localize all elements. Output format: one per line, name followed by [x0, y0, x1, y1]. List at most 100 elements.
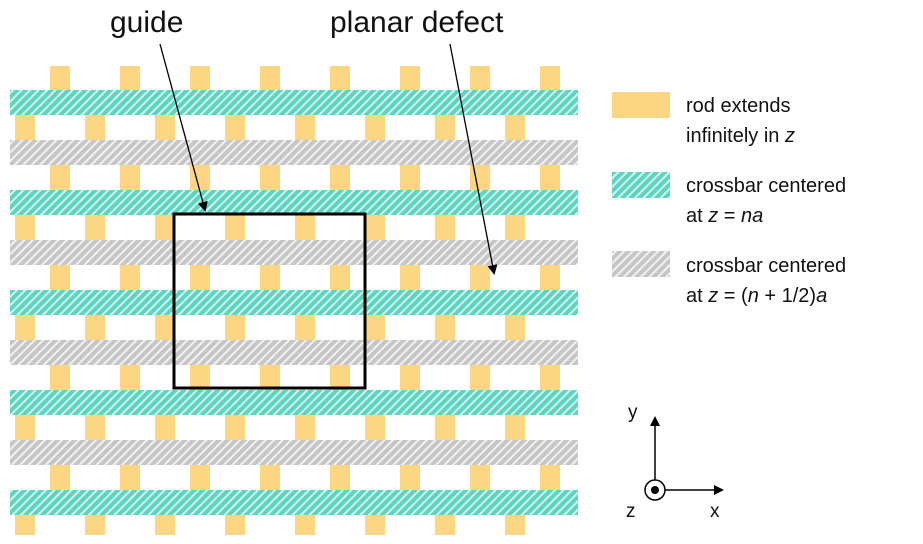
crossbar-half — [10, 440, 578, 465]
rod-segment — [120, 365, 140, 390]
planar-defect-arrow — [449, 43, 498, 275]
rod-segment — [505, 415, 525, 440]
rod-segment — [365, 215, 385, 240]
rod-segment — [435, 115, 455, 140]
rod-segment — [225, 115, 245, 140]
crossbar-n — [10, 90, 578, 115]
x-axis-label: x — [710, 501, 720, 522]
rod-segment — [190, 66, 210, 90]
rod-segment — [260, 365, 280, 390]
rod-segment — [295, 415, 315, 440]
rod-segment — [225, 515, 245, 535]
rod-segment — [85, 515, 105, 535]
rod-segment — [365, 115, 385, 140]
rod-segment — [85, 215, 105, 240]
rod-segment — [190, 365, 210, 390]
rods-layer — [15, 66, 560, 535]
rod-segment — [50, 165, 70, 190]
rod-segment — [365, 515, 385, 535]
rod-segment — [295, 315, 315, 340]
rod-segment — [155, 115, 175, 140]
rod-segment — [295, 215, 315, 240]
rod-segment — [50, 365, 70, 390]
rod-segment — [330, 365, 350, 390]
rod-segment — [400, 66, 420, 90]
rod-segment — [50, 66, 70, 90]
crossbar-half — [10, 140, 578, 165]
rod-segment — [400, 365, 420, 390]
rod-segment — [225, 315, 245, 340]
rod-segment — [435, 515, 455, 535]
crossbar-n — [10, 290, 578, 315]
guide-arrow — [159, 43, 208, 212]
crossbar-n — [10, 490, 578, 515]
rod-segment — [505, 315, 525, 340]
rod-segment — [470, 66, 490, 90]
rod-segment — [365, 315, 385, 340]
legend-rod-line2: infinitely in z — [686, 125, 795, 147]
rod-segment — [470, 265, 490, 290]
crossbars-layer — [10, 90, 578, 515]
rod-segment — [365, 415, 385, 440]
rod-segment — [260, 66, 280, 90]
rod-segment — [120, 465, 140, 490]
crossbar-half — [10, 340, 578, 365]
legend-crossbar-half-swatch — [612, 251, 670, 277]
axes: y x z — [626, 402, 724, 522]
rod-segment — [400, 465, 420, 490]
z-axis-dot-icon — [651, 486, 659, 494]
defect-region-box — [172, 212, 367, 390]
guide-label: guide — [110, 6, 183, 39]
legend-crossbar-n-line2: at z = na — [686, 205, 763, 227]
rod-segment — [120, 165, 140, 190]
planar-defect-label: planar defect — [330, 6, 504, 39]
rod-segment — [435, 415, 455, 440]
rod-segment — [435, 315, 455, 340]
legend-crossbar-half-line1: crossbar centered — [686, 255, 846, 277]
z-axis-label: z — [626, 501, 636, 522]
legend: rod extends infinitely in z crossbar cen… — [612, 92, 846, 307]
rod-segment — [15, 115, 35, 140]
rod-segment — [540, 365, 560, 390]
rod-segment — [190, 465, 210, 490]
rod-segment — [190, 165, 210, 190]
rod-segment — [330, 165, 350, 190]
rod-segment — [470, 165, 490, 190]
rod-segment — [295, 115, 315, 140]
rod-segment — [540, 265, 560, 290]
rod-segment — [15, 215, 35, 240]
legend-crossbar-n-swatch — [612, 172, 670, 198]
legend-crossbar-n-line1: crossbar centered — [686, 175, 846, 197]
rod-segment — [505, 215, 525, 240]
rod-segment — [190, 265, 210, 290]
rod-segment — [155, 315, 175, 340]
rod-segment — [155, 415, 175, 440]
rod-segment — [85, 315, 105, 340]
rod-segment — [85, 415, 105, 440]
crossbar-n — [10, 390, 578, 415]
rod-segment — [50, 465, 70, 490]
rod-segment — [15, 315, 35, 340]
rod-segment — [260, 265, 280, 290]
rod-segment — [15, 515, 35, 535]
rod-segment — [120, 66, 140, 90]
rod-segment — [435, 215, 455, 240]
rod-segment — [400, 165, 420, 190]
legend-rod-swatch — [612, 92, 670, 118]
rod-segment — [400, 265, 420, 290]
rod-segment — [540, 66, 560, 90]
rod-segment — [260, 465, 280, 490]
rod-segment — [85, 115, 105, 140]
y-axis-label: y — [628, 402, 638, 423]
rod-segment — [155, 215, 175, 240]
crossbar-half — [10, 240, 578, 265]
rod-segment — [330, 66, 350, 90]
rod-segment — [155, 515, 175, 535]
rod-segment — [505, 515, 525, 535]
rod-segment — [470, 365, 490, 390]
legend-crossbar-half-line2: at z = (n + 1/2)a — [686, 285, 827, 307]
crossbar-n — [10, 190, 578, 215]
rod-segment — [330, 465, 350, 490]
rod-segment — [330, 265, 350, 290]
